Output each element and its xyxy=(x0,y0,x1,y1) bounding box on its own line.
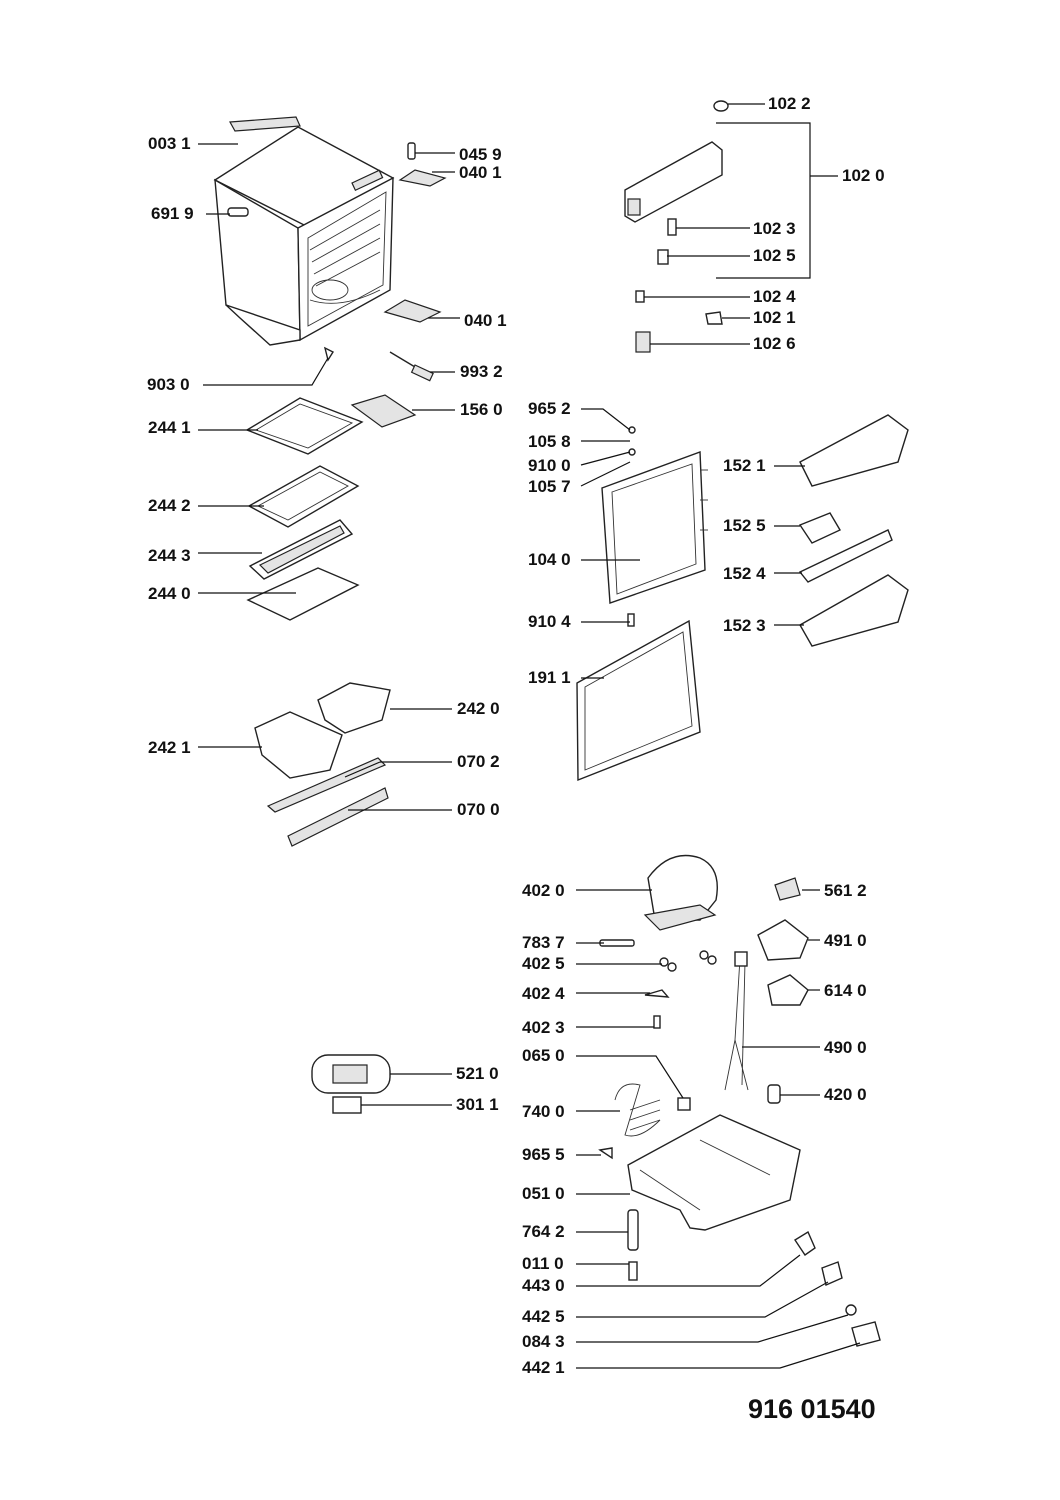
label-102-1: 102 1 xyxy=(753,308,796,327)
label-740-0: 740 0 xyxy=(522,1102,565,1121)
label-903-0: 903 0 xyxy=(147,375,190,394)
document-number: 916 01540 xyxy=(748,1394,876,1424)
label-152-4: 152 4 xyxy=(723,564,766,583)
label-910-0: 910 0 xyxy=(528,456,571,475)
label-301-1: 301 1 xyxy=(456,1095,499,1114)
compressor-drawing xyxy=(599,854,809,1104)
label-402-4: 402 4 xyxy=(522,984,565,1003)
label-102-6: 102 6 xyxy=(753,334,796,353)
label-244-1: 244 1 xyxy=(148,418,191,437)
shelves-drawing xyxy=(245,397,364,621)
label-491-0: 491 0 xyxy=(824,931,867,950)
label-244-2: 244 2 xyxy=(148,496,191,515)
label-490-0: 490 0 xyxy=(824,1038,867,1057)
label-443-0: 443 0 xyxy=(522,1276,565,1295)
label-910-4: 910 4 xyxy=(528,612,571,631)
label-993-2: 993 2 xyxy=(460,362,503,381)
label-045-9: 045 9 xyxy=(459,145,502,164)
label-242-1: 242 1 xyxy=(148,738,191,757)
label-152-3: 152 3 xyxy=(723,616,766,635)
label-402-5: 402 5 xyxy=(522,954,565,973)
label-084-3: 084 3 xyxy=(522,1332,565,1351)
label-102-0: 102 0 xyxy=(842,166,885,185)
label-152-1: 152 1 xyxy=(723,456,766,475)
label-402-0: 402 0 xyxy=(522,881,565,900)
label-040-1-upper: 040 1 xyxy=(459,163,502,182)
label-156-0: 156 0 xyxy=(460,400,503,419)
label-104-0: 104 0 xyxy=(528,550,571,569)
label-614-0: 614 0 xyxy=(824,981,867,1000)
leader-lines xyxy=(198,103,861,1369)
label-965-5: 965 5 xyxy=(522,1145,565,1164)
label-102-3: 102 3 xyxy=(753,219,796,238)
label-764-2: 764 2 xyxy=(522,1222,565,1241)
label-070-2: 070 2 xyxy=(457,752,500,771)
label-003-1: 003 1 xyxy=(148,134,191,153)
label-051-0: 051 0 xyxy=(522,1184,565,1203)
label-965-2: 965 2 xyxy=(528,399,571,418)
label-442-1: 442 1 xyxy=(522,1358,565,1377)
crisper-drawing xyxy=(254,682,391,847)
label-521-0: 521 0 xyxy=(456,1064,499,1083)
label-102-2: 102 2 xyxy=(768,94,811,113)
hinge-and-pin-parts xyxy=(323,142,447,428)
condensate-and-bracket-drawing xyxy=(598,1083,881,1347)
label-065-0: 065 0 xyxy=(522,1046,565,1065)
label-783-7: 783 7 xyxy=(522,933,565,952)
label-105-8: 105 8 xyxy=(528,432,571,451)
control-panel-drawing xyxy=(311,1054,391,1114)
label-691-9: 691 9 xyxy=(151,204,194,223)
label-070-0: 070 0 xyxy=(457,800,500,819)
label-420-0: 420 0 xyxy=(824,1085,867,1104)
label-152-5: 152 5 xyxy=(723,516,766,535)
label-242-0: 242 0 xyxy=(457,699,500,718)
door-handle-parts xyxy=(624,100,729,353)
label-105-7: 105 7 xyxy=(528,477,571,496)
door-drawing xyxy=(576,426,708,782)
label-040-1-lower: 040 1 xyxy=(464,311,507,330)
cabinet-drawing xyxy=(213,116,395,346)
label-102-4: 102 4 xyxy=(753,287,796,306)
door-shelves-drawing xyxy=(798,414,909,647)
label-442-5: 442 5 xyxy=(522,1307,565,1326)
label-011-0: 011 0 xyxy=(522,1254,564,1273)
label-244-0: 244 0 xyxy=(148,584,191,603)
label-244-3: 244 3 xyxy=(148,546,191,565)
label-191-1: 191 1 xyxy=(528,668,571,687)
label-402-3: 402 3 xyxy=(522,1018,565,1037)
label-561-2: 561 2 xyxy=(824,881,867,900)
label-102-5: 102 5 xyxy=(753,246,796,265)
